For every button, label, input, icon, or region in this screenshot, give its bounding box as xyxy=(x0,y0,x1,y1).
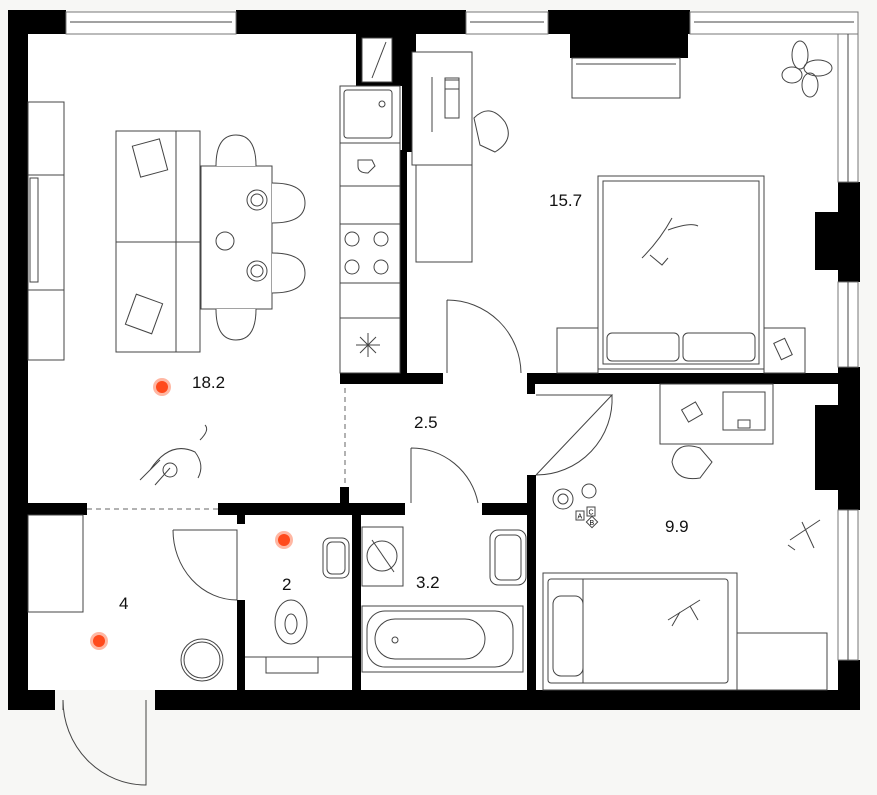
doors xyxy=(62,299,614,786)
block-letter: C xyxy=(589,510,594,517)
dog-icon xyxy=(139,424,208,486)
area-bathroom: 3.2 xyxy=(416,573,440,592)
area-living-kitchen: 18.2 xyxy=(192,373,225,392)
snowflake-icon xyxy=(356,333,380,357)
teddy-icon xyxy=(667,599,701,627)
block-letter: A xyxy=(578,514,583,521)
children-furniture xyxy=(542,383,828,691)
wet-rooms xyxy=(27,514,527,682)
dining-table xyxy=(200,165,273,310)
area-hallway: 2.5 xyxy=(414,413,438,432)
windows xyxy=(65,11,859,661)
entrance-door xyxy=(62,699,147,786)
chair xyxy=(473,110,509,153)
nightstand xyxy=(556,327,599,374)
toy-blocks: A C B xyxy=(575,506,599,529)
block-letter: B xyxy=(590,520,595,527)
children-door xyxy=(535,394,614,476)
window xyxy=(689,11,859,35)
toilet-door xyxy=(172,529,238,601)
chair xyxy=(671,445,713,480)
window xyxy=(65,11,237,35)
bedroom-door xyxy=(446,299,522,374)
living-furniture xyxy=(27,85,401,486)
toilet-sink xyxy=(322,537,350,579)
tv xyxy=(29,177,39,283)
bedroom-furniture xyxy=(411,40,833,374)
bathtub xyxy=(361,605,524,673)
area-entrance: 4 xyxy=(119,594,128,613)
outer-walls xyxy=(8,10,860,710)
toilet-bowl xyxy=(265,656,319,674)
area-children-room: 9.9 xyxy=(665,517,689,536)
window xyxy=(465,11,549,35)
tv-stand xyxy=(571,57,681,99)
dresser xyxy=(736,632,828,691)
plant-icon xyxy=(781,40,833,98)
bath-sink xyxy=(489,529,527,586)
round-rug xyxy=(180,638,224,682)
child-bed xyxy=(542,572,738,691)
location-markers xyxy=(90,378,293,650)
toilet xyxy=(274,599,308,645)
wardrobe xyxy=(27,514,84,613)
bathroom-door xyxy=(410,447,479,504)
area-toilet: 2 xyxy=(282,575,291,594)
washing-machine xyxy=(361,526,404,587)
toy-target xyxy=(552,488,574,510)
area-bedroom: 15.7 xyxy=(549,191,582,210)
sink xyxy=(343,89,393,139)
cat-icon xyxy=(641,217,699,266)
desk xyxy=(411,51,473,166)
stove-burners xyxy=(344,231,389,275)
toy-plane-icon xyxy=(787,519,821,551)
